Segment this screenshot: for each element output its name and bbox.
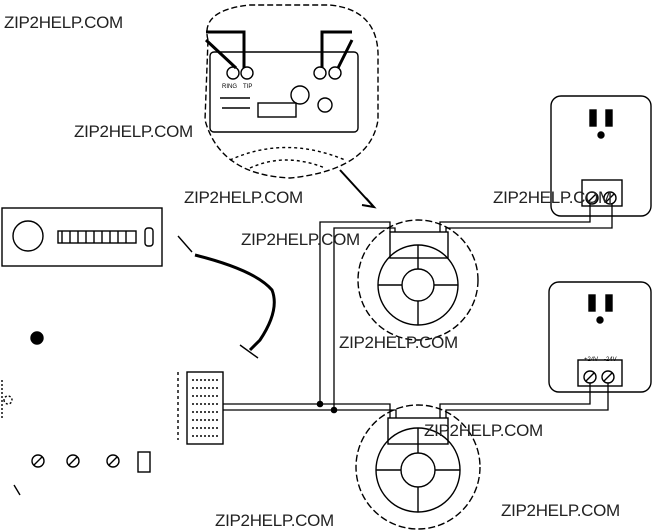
wire-junction [316, 400, 324, 408]
power-transformer-upper [550, 95, 652, 217]
plus-24v-label: +24V [584, 357, 598, 363]
speaker-lower [355, 404, 481, 530]
watermark: ZIP2HELP.COM [215, 511, 334, 530]
watermark: ZIP2HELP.COM [424, 421, 543, 440]
watermark: ZIP2HELP.COM [184, 188, 303, 207]
watermark: ZIP2HELP.COM [501, 501, 620, 520]
control-board [1, 331, 224, 496]
keypad-unit [1, 207, 163, 267]
tip-label: TIP [243, 84, 252, 90]
watermark: ZIP2HELP.COM [241, 230, 360, 249]
ring-label: RING [222, 84, 237, 90]
keypad-cable [177, 235, 276, 359]
watermark: ZIP2HELP.COM [339, 333, 458, 352]
terminal-detail-callout [204, 4, 379, 209]
power-transformer-lower [548, 281, 652, 393]
watermark: ZIP2HELP.COM [493, 188, 612, 207]
speaker-upper [357, 219, 479, 341]
watermark: ZIP2HELP.COM [74, 122, 193, 141]
minus-24v-label: -24V [604, 357, 617, 363]
wire-junction [330, 406, 338, 414]
wire-bundle [223, 204, 613, 418]
watermark: ZIP2HELP.COM [4, 13, 123, 32]
